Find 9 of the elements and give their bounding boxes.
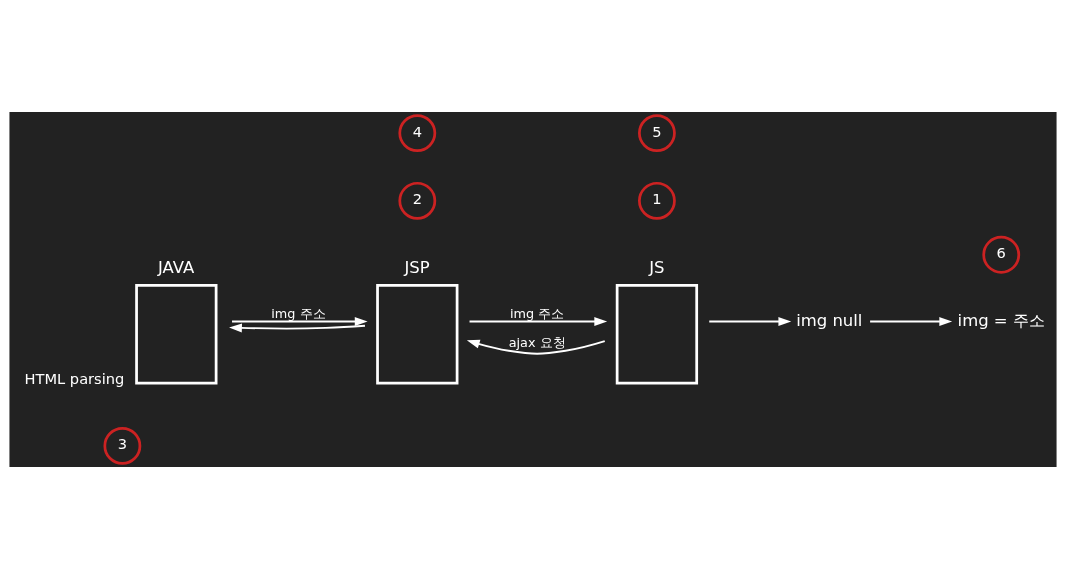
node-label: JAVA (158, 257, 195, 277)
edge-label: img 주소 (510, 305, 565, 321)
edge-label: img 주소 (271, 305, 326, 321)
node-label: JS (649, 257, 665, 277)
edge-label: ajax 요청 (508, 334, 566, 350)
node-text: img null (796, 310, 863, 330)
node-label: JSP (404, 257, 430, 277)
node-label: HTML parsing (24, 369, 125, 387)
node-text: img = 주소 (957, 310, 1045, 330)
